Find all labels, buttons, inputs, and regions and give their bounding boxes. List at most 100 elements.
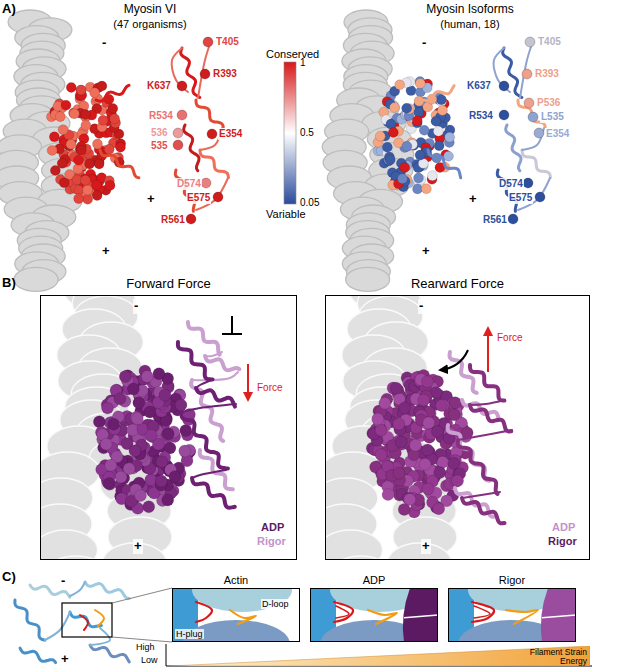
atom-sphere xyxy=(431,116,441,126)
atom-sphere xyxy=(100,438,112,450)
helix-ribbon xyxy=(96,85,129,101)
atom-sphere xyxy=(388,128,398,138)
interface-sketch xyxy=(172,588,292,642)
atom-sphere xyxy=(400,162,410,172)
atom-sphere xyxy=(399,402,411,414)
atom-sphere xyxy=(393,467,405,479)
loop-ribbon xyxy=(182,404,236,412)
residue-sphere xyxy=(535,192,545,202)
residue-label: R393 xyxy=(534,68,560,80)
atom-sphere xyxy=(382,142,392,152)
actin-subunit xyxy=(192,588,292,612)
atom-sphere xyxy=(169,471,181,483)
panel-a-art xyxy=(0,10,550,291)
loop-ribbon xyxy=(472,602,494,622)
state-label: Rigor xyxy=(548,535,577,548)
residue-sphere xyxy=(523,178,533,188)
atom-sphere xyxy=(76,85,86,95)
atom-sphere xyxy=(76,85,86,95)
residue-sphere xyxy=(499,81,509,91)
atom-sphere xyxy=(92,191,102,201)
actin-subunit xyxy=(44,556,108,559)
atom-sphere xyxy=(58,125,68,135)
atom-sphere xyxy=(108,103,118,113)
loop-ribbon xyxy=(205,352,222,356)
atom-sphere xyxy=(382,489,394,501)
atom-sphere xyxy=(76,145,86,155)
panel-heading: ADP xyxy=(311,574,437,587)
panel-title: Myosin Isoforms xyxy=(426,3,513,17)
loop-ribbon xyxy=(474,606,490,618)
zoom-box: ActinH-plugD-loop xyxy=(172,588,300,642)
strain-wedge: Filament Strain Energy xyxy=(170,646,590,666)
polarity-mark: + xyxy=(60,652,70,667)
atom-sphere xyxy=(390,102,400,112)
atom-sphere xyxy=(175,399,187,411)
panel-heading: Rearward Force xyxy=(326,277,589,292)
residue-label: L535 xyxy=(540,111,565,123)
actin-subunit xyxy=(41,530,98,559)
atom-sphere xyxy=(98,115,108,125)
panel-c-art xyxy=(15,568,592,667)
loop-ribbon xyxy=(45,612,70,640)
loop-ribbon xyxy=(70,582,85,596)
atom-sphere xyxy=(155,475,167,487)
polarity-mark: - xyxy=(101,36,107,51)
actin-subunit xyxy=(329,556,393,559)
residue-label: T405 xyxy=(537,36,562,48)
residue-label: D574 xyxy=(176,178,202,190)
helix-ribbon xyxy=(522,150,550,178)
helix-ribbon xyxy=(178,342,213,379)
atom-sphere xyxy=(372,413,384,425)
atom-sphere xyxy=(92,180,102,190)
polarity-mark: + xyxy=(133,539,143,554)
atom-sphere xyxy=(412,184,422,194)
residue-label: R561 xyxy=(482,214,508,226)
residue-label: E354 xyxy=(545,128,570,140)
atom-sphere xyxy=(414,173,424,183)
atom-sphere xyxy=(448,457,460,469)
polarity-mark: + xyxy=(101,244,111,259)
residue-sphere xyxy=(177,110,187,120)
atom-sphere xyxy=(419,125,429,135)
residue-label: R561 xyxy=(160,214,186,226)
loop-ribbon xyxy=(198,44,210,98)
interface-sketch xyxy=(310,588,438,642)
atom-sphere xyxy=(55,112,65,122)
residue-sphere xyxy=(201,178,211,188)
atom-sphere xyxy=(432,426,444,438)
residue-sphere xyxy=(508,214,518,224)
loop-ribbon xyxy=(172,48,188,92)
zoom-box: ADP xyxy=(310,588,438,642)
panel-letter: A) xyxy=(2,2,16,17)
atom-sphere xyxy=(61,100,71,110)
atom-sphere xyxy=(69,108,79,118)
loop-ribbon xyxy=(336,606,349,618)
helix-ribbon xyxy=(205,356,239,370)
atom-sphere xyxy=(433,503,445,515)
residue-label: D574 xyxy=(498,178,524,190)
residue-sphere xyxy=(200,69,210,79)
panel-subtitle: (human, 18) xyxy=(440,18,499,31)
panel-box: Rearward Force-Force+ADPRigor xyxy=(325,295,590,560)
helix-ribbon xyxy=(458,440,498,494)
atom-sphere xyxy=(104,144,114,154)
state-label: Rigor xyxy=(257,535,286,548)
scale-label: Variable xyxy=(266,208,306,221)
atom-sphere xyxy=(422,483,434,495)
residue-sphere xyxy=(173,140,183,150)
atom-sphere xyxy=(80,175,90,185)
loop-ribbon xyxy=(192,470,226,478)
atom-sphere xyxy=(393,418,405,430)
helix-ribbon xyxy=(506,125,521,171)
atom-sphere xyxy=(452,475,464,487)
loop-ribbon xyxy=(196,602,212,622)
atom-sphere xyxy=(422,444,434,456)
polarity-mark: + xyxy=(421,244,431,259)
loop-ribbon xyxy=(230,610,256,624)
atom-sphere xyxy=(385,155,395,165)
polarity-mark: + xyxy=(146,192,156,207)
panel-heading: Rigor xyxy=(449,574,575,587)
residue-sphere xyxy=(173,128,183,138)
